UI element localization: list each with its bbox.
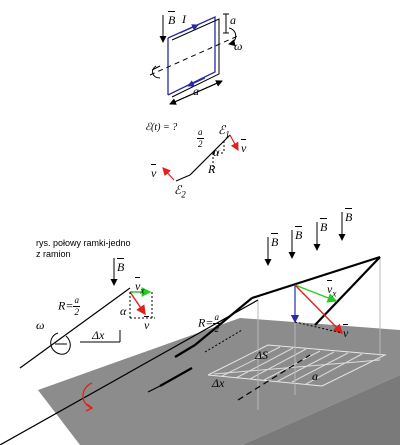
figure2-emf (162, 134, 239, 182)
fig3-r-text: R= (58, 298, 74, 313)
fig4-dx-label: Δx (212, 376, 225, 390)
figure1-frame (149, 13, 241, 105)
fig4-b-vector-1: B (271, 233, 279, 249)
fig2-e2-label: ℰ2 (174, 184, 186, 199)
fig4-v-label: v (343, 324, 349, 340)
fig4-b-label-1: B (271, 233, 279, 249)
fig3-vx-vector: v (135, 277, 141, 293)
fig3-b-label: B (117, 258, 125, 274)
figure4-plane-scene (0, 212, 400, 445)
fig1-b-vector: B (168, 11, 176, 27)
fig2-e2: ℰ (174, 183, 182, 197)
fig1-b-label: B (168, 11, 176, 27)
fig3-b-vector: B (117, 258, 125, 274)
fig3-dx: Δx (92, 328, 105, 342)
fig2-v-left: v (151, 164, 157, 180)
fig4-b-label-3: B (320, 218, 328, 234)
fig2-frac-num: a (197, 127, 204, 139)
fig4-vx-vector: v (327, 280, 333, 296)
fig4-b-vector-3: B (320, 218, 328, 234)
fig4-b-vector-2: B (295, 226, 303, 242)
fig3-alpha: α (120, 304, 127, 318)
fig2-v-right-vector: v (241, 139, 247, 155)
fig4-a-label: a (312, 369, 318, 383)
fig2-v-right: v (241, 139, 247, 155)
fig1-bottom-label: a (193, 84, 199, 98)
fig2-e1: ℰ (218, 123, 226, 137)
fig4-frac-num: a (213, 312, 220, 324)
fig2-frac-den: 2 (198, 139, 203, 149)
fig3-frac-num: a (73, 295, 80, 307)
fig1-omega-label: ω (234, 39, 243, 53)
fig3-caption-line2: z ramion (36, 249, 71, 259)
fig2-e1-sub: 1 (225, 129, 230, 140)
fig3-omega: ω (36, 318, 45, 332)
fig4-b-vector-4: B (345, 208, 353, 224)
fig4-v-vector: v (343, 324, 349, 340)
fig2-e2-sub: 2 (181, 189, 186, 200)
fig2-emf-question: ℰ(t) = ? (145, 122, 178, 133)
fig1-current-label: I (182, 12, 186, 26)
fig4-vx-label: vx (327, 280, 337, 299)
fig4-vx-sub: x (332, 288, 337, 299)
fig2-r-label: R (208, 162, 216, 176)
fig3-vx-sub: x (140, 285, 145, 296)
fig4-frac-den: 2 (214, 324, 219, 334)
fig3-v-vector: v (144, 316, 150, 332)
fig1-side-label: a (230, 13, 236, 27)
fig4-b-label-4: B (345, 208, 353, 224)
fig3-caption-line1: rys. połowy ramki-jedno (36, 238, 131, 248)
fig3-v-label: v (144, 316, 150, 332)
fig4-ds-label: ΔS (255, 348, 269, 362)
fig3-frac-den: 2 (74, 307, 79, 317)
fig4-b-label-2: B (295, 226, 303, 242)
fig3-vx-label: vx (135, 277, 145, 296)
fig2-v-left-vector: v (151, 164, 157, 180)
fig4-r-text: R= (198, 315, 214, 330)
fig2-alpha: α (213, 145, 220, 159)
fig2-e1-label: ℰ1 (218, 124, 230, 139)
figure3-half-frame (19, 258, 155, 369)
